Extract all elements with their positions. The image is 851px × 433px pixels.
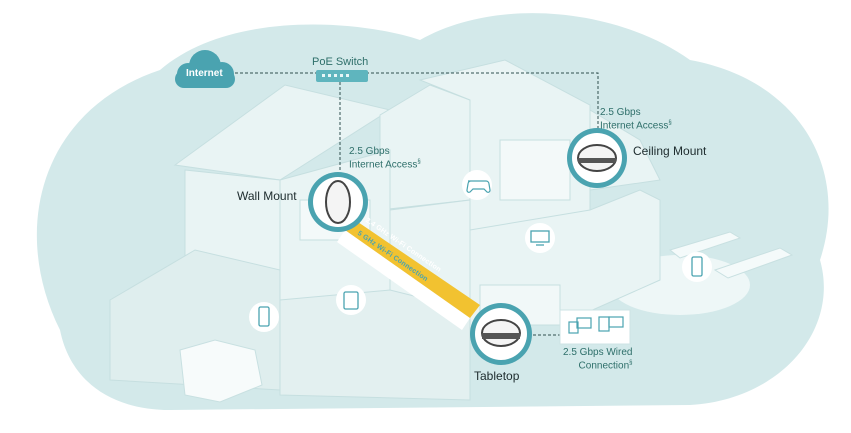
monitor-icon [598, 316, 624, 332]
wired-devices-box [559, 309, 631, 345]
desktop-icon [568, 317, 592, 334]
wired-connection-label: 2.5 Gbps Wired Connection§ [563, 347, 632, 371]
ceiling-speed-label: 2.5 Gbps Internet Access§ [600, 107, 672, 131]
phone-icon [682, 252, 712, 282]
cloud-icon [175, 50, 235, 88]
wall-speed-label: 2.5 Gbps Internet Access§ [349, 146, 421, 170]
wall-speed-line1: 2.5 Gbps [349, 146, 390, 157]
car-icon [179, 339, 263, 403]
phone-icon [249, 302, 279, 332]
wall-footnote: § [417, 159, 421, 165]
poe-switch-label: PoE Switch [312, 56, 369, 68]
wired-line2: Connection [578, 360, 630, 372]
gamepad-icon [462, 170, 492, 200]
sunbed-icon [668, 231, 794, 279]
wall-speed-line2: Internet Access [349, 159, 418, 171]
wired-line1: 2.5 Gbps Wired [563, 347, 633, 358]
tv-icon [525, 223, 555, 253]
switch-icon [316, 70, 368, 82]
wifi-band-24ghz [345, 218, 480, 318]
ceiling-mount-ap [567, 128, 627, 188]
wall-mount-label: Wall Mount [237, 189, 297, 203]
ceiling-footnote: § [668, 120, 672, 126]
ceiling-speed-line2: Internet Access [600, 120, 669, 132]
tabletop-ap [470, 303, 532, 365]
ceiling-mount-label: Ceiling Mount [633, 144, 707, 158]
internet-label: Internet [186, 68, 223, 79]
wall-mount-ap [308, 172, 368, 232]
wifi-band-5ghz [337, 230, 470, 330]
tablet-icon [336, 285, 366, 315]
wired-footnote: § [629, 360, 633, 366]
tabletop-label: Tabletop [474, 369, 520, 383]
ceiling-speed-line1: 2.5 Gbps [600, 107, 641, 118]
network-lines [235, 72, 599, 336]
